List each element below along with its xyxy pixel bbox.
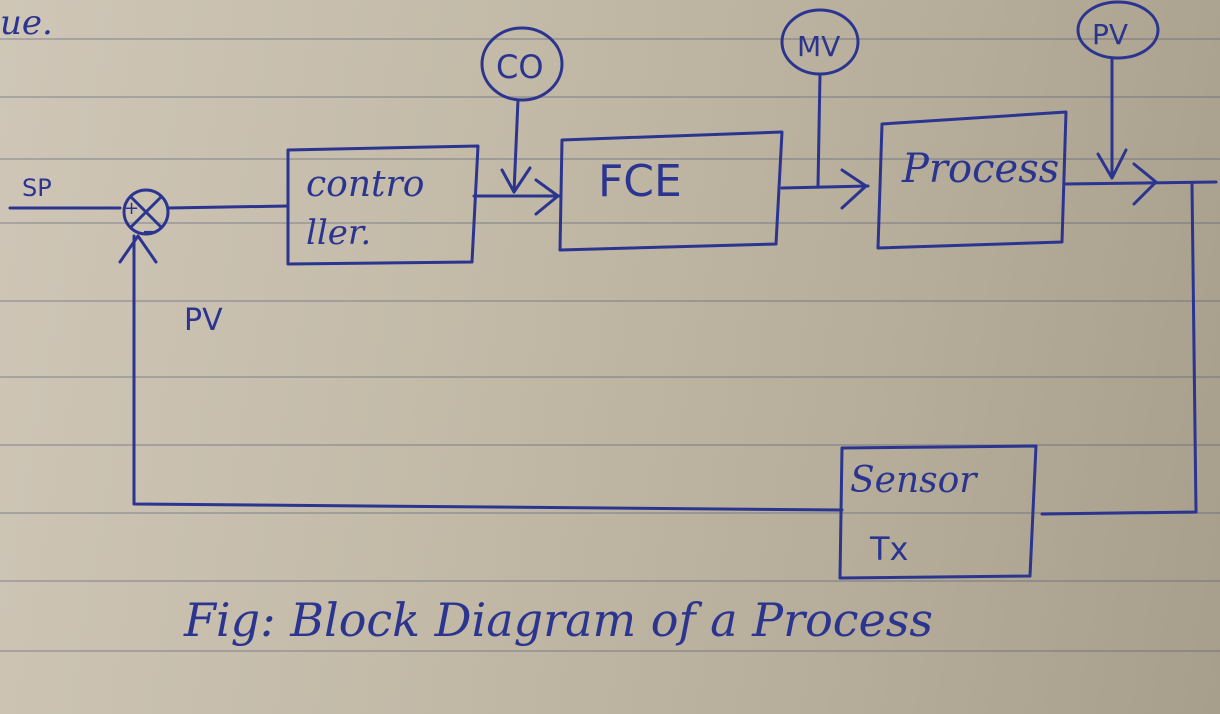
pv-arrow [1096, 56, 1128, 180]
process-input-arrowhead [840, 168, 868, 210]
error-signal-line [166, 204, 290, 210]
ruled-line [0, 300, 1220, 302]
minus-sign: − [142, 219, 159, 243]
mv-arrow [816, 72, 822, 188]
fce-label: FCE [598, 156, 682, 207]
feedback-arrowhead [118, 234, 158, 264]
fce-input-arrowhead [534, 178, 560, 216]
ruled-line [0, 222, 1220, 224]
sensor-label-line2: Tx [869, 530, 908, 568]
ruled-line [0, 580, 1220, 582]
pv-signal-marker: PV [1076, 0, 1160, 180]
fce-block: FCE [558, 130, 784, 252]
plus-sign: + [124, 198, 139, 219]
figure-caption: Fig: Block Diagram of a Process [183, 593, 933, 647]
controller-block: contro ller. [286, 144, 480, 266]
header-fragment: ue. [0, 3, 53, 43]
output-arrowhead [1132, 162, 1158, 206]
ruled-line [0, 376, 1220, 378]
sp-label: SP [22, 174, 52, 202]
ruled-line [0, 96, 1220, 98]
process-output-line [1062, 180, 1218, 186]
co-signal-marker: CO [480, 26, 564, 194]
sensor-label-line1: Sensor [850, 460, 978, 501]
mv-signal-marker: MV [780, 8, 860, 188]
feedback-pv-label: PV [184, 303, 223, 338]
controller-label-line2: ller. [306, 213, 371, 253]
ruled-line [0, 512, 1220, 514]
mv-label: MV [797, 30, 840, 63]
feedback-right-line [1040, 182, 1198, 516]
controller-label-line1: contro [306, 164, 424, 205]
ruled-line [0, 650, 1220, 652]
co-arrow [500, 98, 532, 194]
fce-to-process-line [780, 184, 870, 190]
ruled-line [0, 444, 1220, 446]
co-label: CO [496, 48, 544, 86]
sensor-tx-block: Sensor Tx [838, 444, 1038, 580]
pv-signal-label: PV [1092, 18, 1128, 51]
process-block: Process [876, 110, 1068, 250]
ruled-line [0, 38, 1220, 40]
feedback-return-line [132, 234, 844, 512]
ruled-line [0, 158, 1220, 160]
summing-junction: + − [122, 188, 170, 243]
process-label: Process [901, 146, 1059, 192]
